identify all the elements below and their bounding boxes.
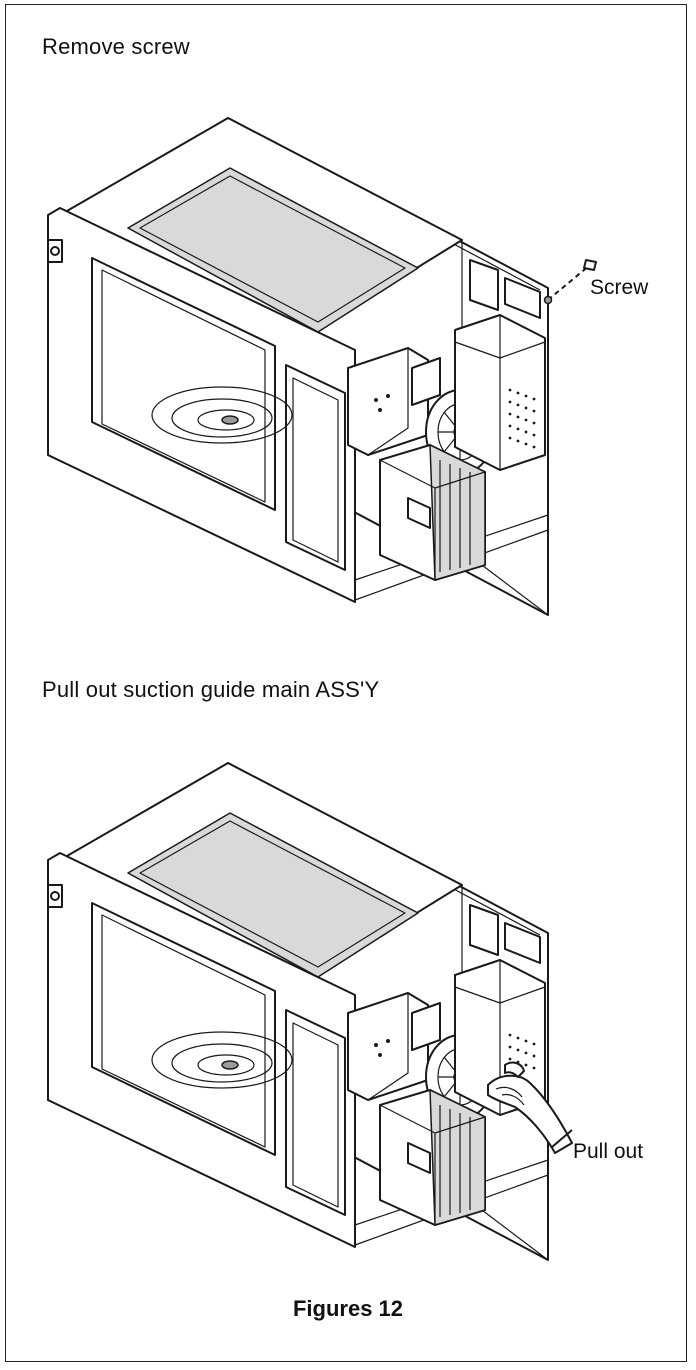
hand-icon [487, 1061, 573, 1154]
magnetron [347, 992, 441, 1101]
transformer [379, 1089, 486, 1226]
turntable [151, 1031, 293, 1089]
turntable [151, 386, 293, 444]
step-1-title: Remove screw [42, 34, 190, 59]
transformer [379, 444, 486, 581]
step-2-title: Pull out suction guide main ASS'Y [42, 677, 380, 702]
suction-guide-assembly [454, 904, 546, 1116]
pull-out-callout: Pull out [573, 1140, 644, 1163]
magnetron [347, 347, 441, 456]
figure-caption: Figures 12 [292, 1296, 404, 1321]
screw-callout: Screw [590, 276, 649, 299]
microwave-diagram-pull-out-suction-guide [47, 762, 573, 1261]
screw-indicator [543, 259, 597, 305]
microwave-diagram-remove-screw [47, 117, 597, 616]
suction-guide-assembly [454, 259, 546, 471]
pull-out-indicator [551, 1129, 573, 1148]
